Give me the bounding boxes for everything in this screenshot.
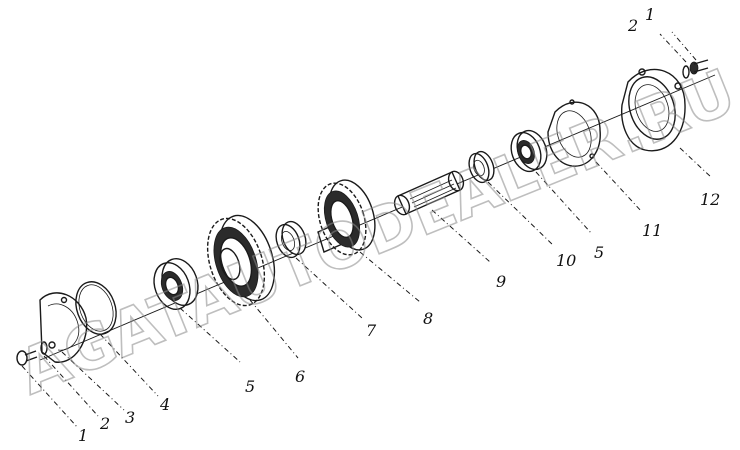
watermark-text: AGATAUTODEALER.RU [8,55,740,409]
callout-8: 8 [423,309,433,328]
callout-6: 6 [295,367,305,386]
part-spacer-10 [468,150,495,184]
part-end-cover-12 [621,68,686,152]
leader-lines [21,31,713,429]
callout-3: 3 [125,408,135,427]
part-bolt-right [689,59,709,75]
callout-1-left: 1 [78,426,88,445]
part-o-ring-4-inner [78,284,114,332]
part-end-cover-left [39,292,88,363]
callout-5-right: 5 [594,243,604,262]
callout-9: 9 [496,272,506,291]
part-splined-shaft-9 [393,170,465,216]
part-spacer-7 [275,220,307,259]
part-gear-8 [317,179,376,256]
callout-5-left: 5 [245,377,255,396]
callout-12: 12 [700,190,720,209]
callout-2-right: 2 [627,16,638,35]
callout-10: 10 [556,251,576,270]
callout-4: 4 [159,395,170,414]
callout-1-right: 1 [645,5,655,24]
part-bolt-left [16,350,38,366]
shaft-axis-line [39,74,716,361]
part-gasket-11 [547,99,601,167]
part-gear-6 [206,214,276,307]
part-bearing-right [510,129,548,173]
part-washer-right [682,65,690,79]
part-bearing-left [153,258,199,310]
part-o-ring-4 [75,281,117,335]
callout-11: 11 [642,221,662,240]
callout-2-left: 2 [99,414,110,433]
callout-7: 7 [366,321,377,340]
